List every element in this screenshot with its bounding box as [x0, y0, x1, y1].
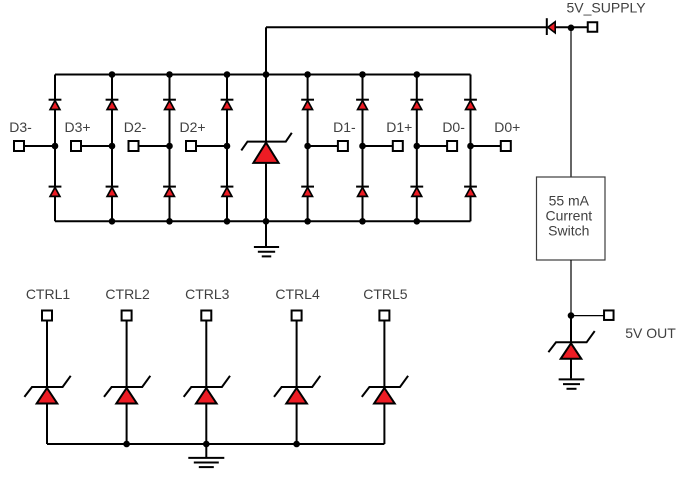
svg-text:5V_SUPPLY: 5V_SUPPLY	[567, 0, 647, 15]
svg-text:CTRL5: CTRL5	[363, 286, 408, 302]
svg-text:Current: Current	[545, 208, 592, 224]
svg-text:D0-: D0-	[442, 119, 465, 135]
svg-text:D3-: D3-	[9, 119, 32, 135]
svg-text:55 mA: 55 mA	[549, 193, 590, 209]
svg-text:D3+: D3+	[64, 119, 90, 135]
svg-text:CTRL2: CTRL2	[105, 286, 150, 302]
svg-text:CTRL1: CTRL1	[26, 286, 71, 302]
svg-text:5V OUT: 5V OUT	[625, 325, 676, 341]
svg-text:D1-: D1-	[333, 119, 356, 135]
svg-text:CTRL4: CTRL4	[275, 286, 320, 302]
svg-text:D1+: D1+	[386, 119, 412, 135]
svg-text:CTRL3: CTRL3	[185, 286, 230, 302]
svg-text:D2-: D2-	[124, 119, 147, 135]
svg-text:D2+: D2+	[179, 119, 205, 135]
svg-text:Switch: Switch	[548, 222, 589, 238]
svg-text:D0+: D0+	[494, 119, 520, 135]
